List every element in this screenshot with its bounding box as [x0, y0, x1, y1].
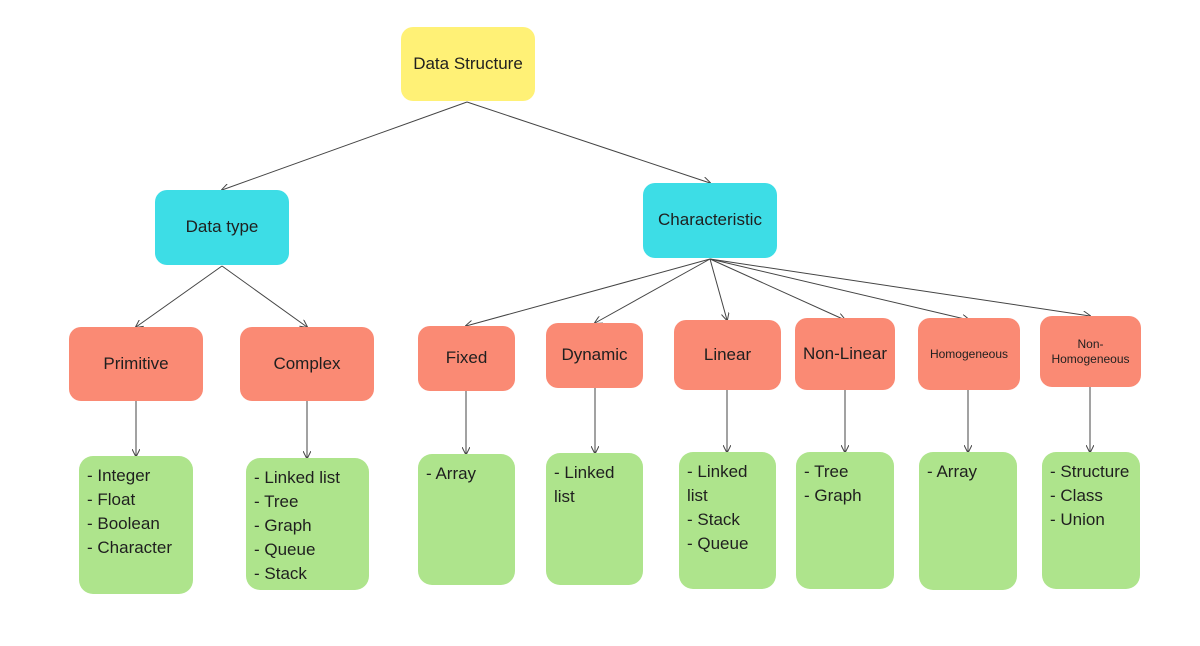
- list-item: - Tree: [804, 462, 849, 481]
- non-linear-node: Non-Linear: [795, 318, 895, 390]
- list-item: - Graph: [804, 486, 862, 505]
- list-item: - Character: [87, 538, 173, 557]
- homogeneous-node: Homogeneous: [918, 318, 1020, 390]
- list-item: - Queue: [254, 540, 316, 559]
- list-item: - Graph: [254, 516, 312, 535]
- list-item: - Structure: [1050, 462, 1130, 481]
- homogeneous-list: - Array: [919, 452, 1017, 590]
- dynamic-list: - Linked list: [546, 453, 643, 585]
- non-homogeneous-node: Non-Homogeneous: [1040, 316, 1141, 387]
- primitive-label: Primitive: [103, 353, 169, 373]
- edge-char-nonhomogeneous: [709, 258, 1090, 316]
- edge-root-datatype: [222, 101, 468, 190]
- list-item: - Linked: [554, 463, 615, 482]
- characteristic-label: Characteristic: [658, 210, 762, 230]
- list-item: - Stack: [254, 564, 307, 583]
- linear-label: Linear: [703, 344, 752, 364]
- list-item: list: [687, 486, 708, 505]
- root-node: Data Structure: [401, 27, 535, 101]
- primitive-list: - Integer - Float - Boolean - Character: [79, 456, 193, 594]
- list-item: - Tree: [254, 492, 299, 511]
- list-item: - Integer: [87, 466, 151, 485]
- fixed-list: - Array: [418, 454, 515, 585]
- fixed-label: Fixed: [445, 348, 488, 368]
- dynamic-node: Dynamic: [546, 323, 643, 388]
- non-homogeneous-label: Non-Homogeneous: [1051, 337, 1130, 366]
- root-label: Data Structure: [413, 53, 523, 73]
- primitive-node: Primitive: [69, 327, 203, 401]
- characteristic-node: Characteristic: [643, 183, 777, 258]
- homogeneous-label: Homogeneous: [929, 346, 1009, 361]
- linear-list: - Linked list - Stack - Queue: [679, 452, 776, 589]
- non-homogeneous-list: - Structure - Class - Union: [1042, 452, 1140, 589]
- list-item: - Linked: [687, 462, 748, 481]
- edge-root-characteristic: [466, 101, 710, 183]
- list-item: - Array: [426, 464, 477, 483]
- fixed-node: Fixed: [418, 326, 515, 391]
- list-item: - Queue: [687, 534, 749, 553]
- edge-char-homogeneous: [709, 258, 969, 320]
- edge-char-nonlinear: [709, 258, 845, 320]
- data-type-node: Data type: [155, 190, 289, 265]
- edge-char-linear: [709, 258, 727, 320]
- list-item: - Float: [87, 490, 136, 509]
- list-item: list: [554, 487, 575, 506]
- list-item: - Union: [1050, 510, 1105, 529]
- list-item: - Boolean: [87, 514, 160, 533]
- edge-char-dynamic: [595, 258, 711, 323]
- list-item: - Stack: [687, 510, 740, 529]
- data-type-label: Data type: [185, 217, 259, 237]
- list-item: - Linked list: [254, 468, 340, 487]
- complex-node: Complex: [240, 327, 374, 401]
- non-linear-label: Non-Linear: [802, 343, 888, 363]
- edge-datatype-primitive: [136, 265, 223, 327]
- complex-list: - Linked list - Tree - Graph - Queue - S…: [246, 458, 369, 590]
- non-linear-list: - Tree - Graph: [796, 452, 894, 589]
- linear-node: Linear: [674, 320, 781, 390]
- complex-label: Complex: [273, 353, 341, 373]
- dynamic-label: Dynamic: [561, 345, 628, 365]
- list-item: - Array: [927, 462, 978, 481]
- edge-char-fixed: [466, 258, 711, 326]
- list-item: - Class: [1050, 486, 1103, 505]
- edge-datatype-complex: [221, 265, 307, 327]
